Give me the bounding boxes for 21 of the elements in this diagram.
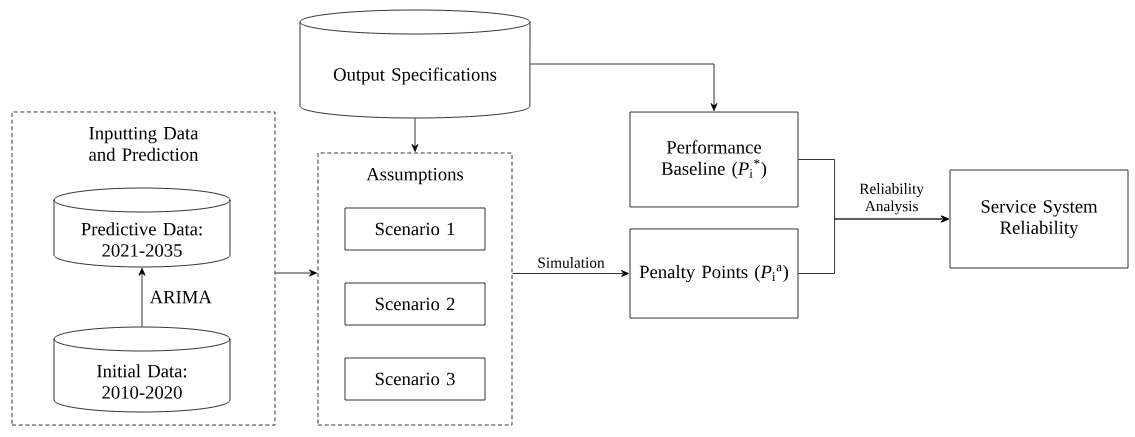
node-label: Output Specifications [333,67,497,85]
node-label: Initial Data: 2010-2020 [97,364,187,399]
arrow [512,270,629,277]
arrow [798,215,949,274]
database-cylinder: Output Specifications [299,9,531,119]
edge-label: ARIMA [149,290,212,304]
process-box: Scenario 3 [344,357,486,401]
arrow [138,267,146,328]
process-box: Penalty Points (P$_{i}$$^{a}$) [629,228,799,319]
process-box: Service System Reliability [949,169,1129,269]
process-box: Scenario 2 [344,282,486,326]
process-box: Scenario 1 [344,207,486,251]
arrow [411,117,419,152]
node-label: Predictive Data: 2021-2035 [81,222,202,257]
edge-label: Simulation [538,257,605,268]
database-cylinder: Initial Data: 2010-2020 [53,326,231,413]
arrow [275,269,317,277]
process-box: Performance Baseline (P$_{i}$$^{*}$) [629,111,799,208]
database-cylinder: Predictive Data: 2021-2035 [53,187,231,268]
edge-label: Reliability Analysis [859,183,924,215]
arrow [529,63,718,112]
